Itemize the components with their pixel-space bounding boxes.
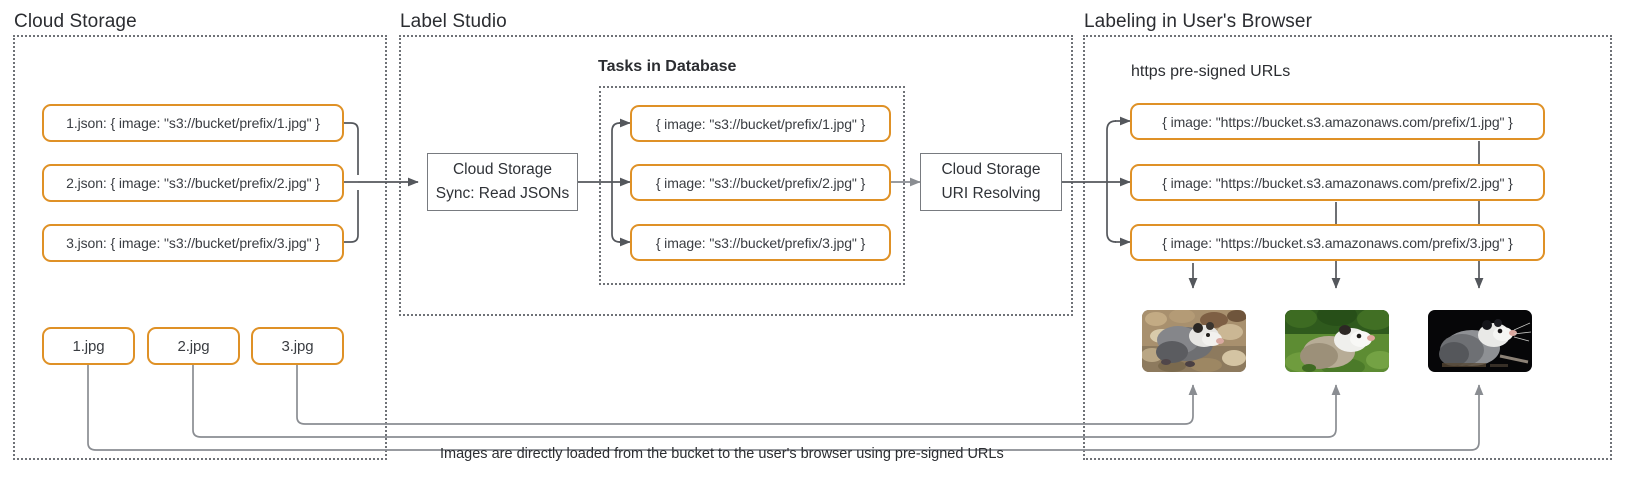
process-resolve-line-1: Cloud Storage [941,160,1041,178]
subtitle-tasks-in-database: Tasks in Database [598,58,737,75]
task-box-1[interactable]: { image: "s3://bucket/prefix/1.jpg" } [630,105,891,142]
task-box-2[interactable]: { image: "s3://bucket/prefix/2.jpg" } [630,164,891,201]
resolved-url-box-3[interactable]: { image: "https://bucket.s3.amazonaws.co… [1130,224,1545,261]
json-file-box-3[interactable]: 3.json: { image: "s3://bucket/prefix/3.j… [42,224,344,262]
resolved-url-box-1[interactable]: { image: "https://bucket.s3.amazonaws.co… [1130,103,1545,140]
process-resolve-line-2: URI Resolving [941,185,1041,202]
image-file-box-1[interactable]: 1.jpg [42,327,135,365]
footer-caption: Images are directly loaded from the buck… [440,446,1004,462]
image-file-box-3[interactable]: 3.jpg [251,327,344,365]
group-box-cloud-storage [13,35,387,460]
image-file-box-2[interactable]: 2.jpg [147,327,240,365]
thumbnail-image-2[interactable] [1285,310,1389,372]
thumbnail-image-1[interactable] [1142,310,1246,372]
process-sync-line-1: Cloud Storage [452,160,553,178]
opossum-photo-2-icon [1285,310,1389,372]
resolved-url-box-2[interactable]: { image: "https://bucket.s3.amazonaws.co… [1130,164,1545,201]
subtitle-presigned-urls: https pre-signed URLs [1131,63,1291,80]
json-file-box-1[interactable]: 1.json: { image: "s3://bucket/prefix/1.j… [42,104,344,142]
group-box-browser [1083,35,1612,460]
opossum-photo-3-icon [1428,310,1532,372]
process-sync-line-2: Sync: Read JSONs [435,185,570,202]
process-box-uri-resolving[interactable]: Cloud Storage URI Resolving [920,153,1062,211]
thumbnail-image-3[interactable] [1428,310,1532,372]
group-box-tasks-in-database [599,86,905,285]
group-title-cloud-storage: Cloud Storage [14,11,137,32]
json-file-box-2[interactable]: 2.json: { image: "s3://bucket/prefix/2.j… [42,164,344,202]
group-title-browser: Labeling in User's Browser [1084,11,1312,32]
process-box-cloud-storage-sync[interactable]: Cloud Storage Sync: Read JSONs [427,153,578,211]
opossum-photo-1-icon [1142,310,1246,372]
group-title-label-studio: Label Studio [400,11,507,32]
group-box-label-studio [399,35,1073,316]
task-box-3[interactable]: { image: "s3://bucket/prefix/3.jpg" } [630,224,891,261]
